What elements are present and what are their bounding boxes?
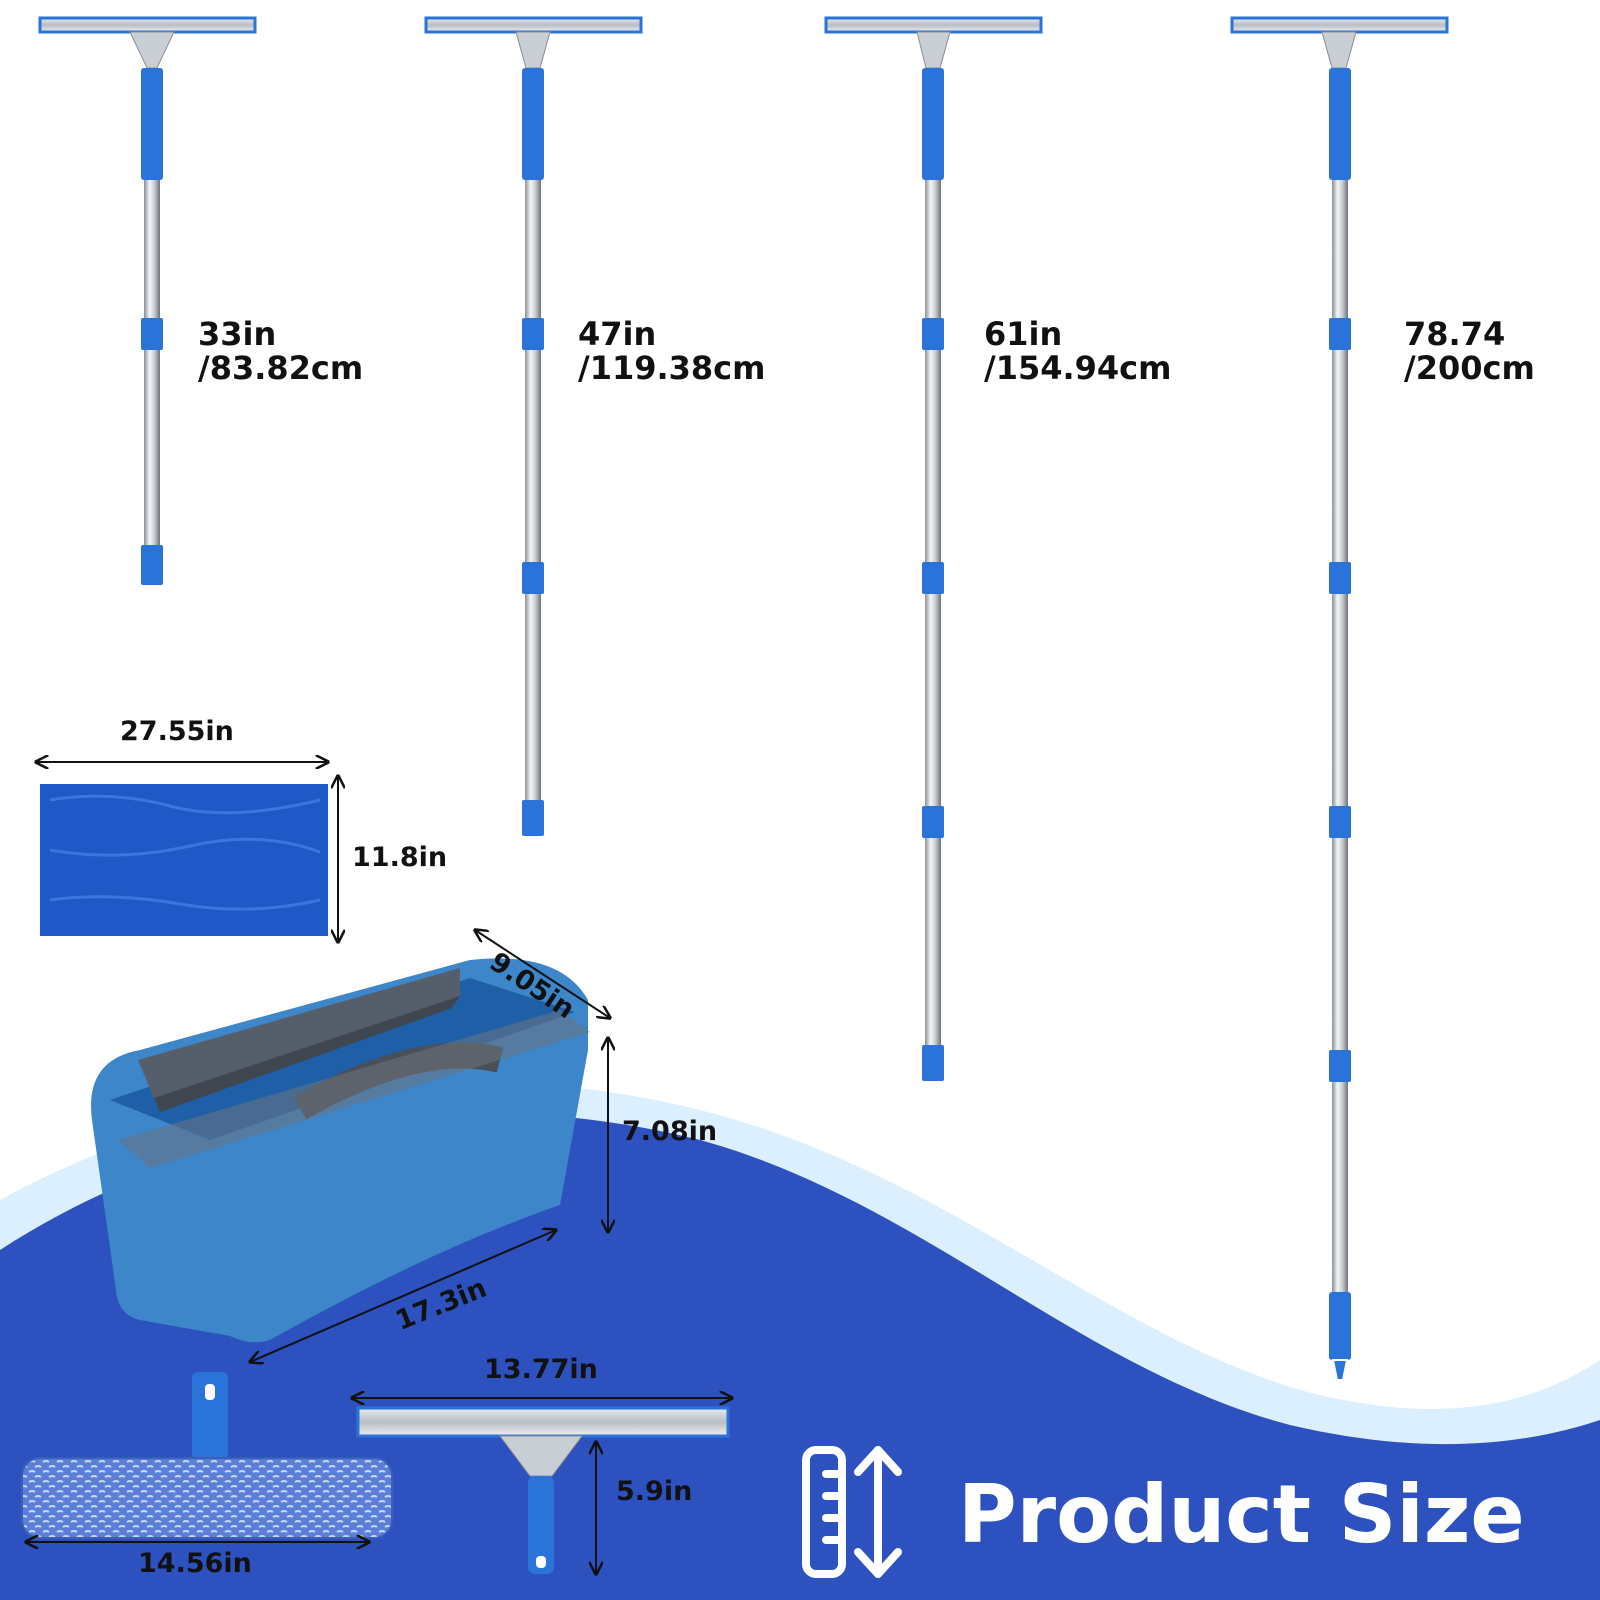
page-title: Product Size: [958, 1468, 1525, 1561]
cloth-height-label: 11.8in: [352, 842, 448, 873]
pole-61in: [824, 16, 1043, 1081]
squeegee-width-label: 13.77in: [484, 1354, 598, 1385]
pole-61-length-in: 61in: [984, 315, 1063, 353]
microfiber-cloth: [36, 762, 338, 942]
ruler-updown-icon: [802, 1446, 902, 1578]
cloth-width-label: 27.55in: [120, 716, 234, 747]
pole-200-length-in: 78.74: [1404, 315, 1506, 353]
pole-47-length-in: 47in: [578, 315, 657, 353]
pole-200-length-cm: /200cm: [1404, 348, 1535, 387]
scrubber-width-label: 14.56in: [138, 1548, 252, 1579]
scrubber: [21, 1372, 393, 1542]
pole-33-length-in: 33in: [198, 315, 277, 353]
bucket-height-label: 7.08in: [622, 1116, 718, 1147]
pole-61-length-cm: /154.94cm: [984, 348, 1172, 387]
pole-47-label: 47in /119.38cm: [578, 315, 766, 387]
squeegee-height-label: 5.9in: [616, 1476, 693, 1507]
pole-47-length-cm: /119.38cm: [578, 348, 766, 387]
pole-47in: [424, 16, 643, 836]
pole-200-label: 78.74 /200cm: [1404, 315, 1535, 387]
pole-200cm: [1230, 16, 1449, 1381]
squeegee: [352, 1398, 732, 1574]
pole-33-length-cm: /83.82cm: [198, 348, 364, 387]
bucket: [91, 930, 610, 1362]
pole-33in: [38, 16, 257, 585]
pole-33-label: 33in /83.82cm: [198, 315, 364, 387]
pole-61-label: 61in /154.94cm: [984, 315, 1172, 387]
